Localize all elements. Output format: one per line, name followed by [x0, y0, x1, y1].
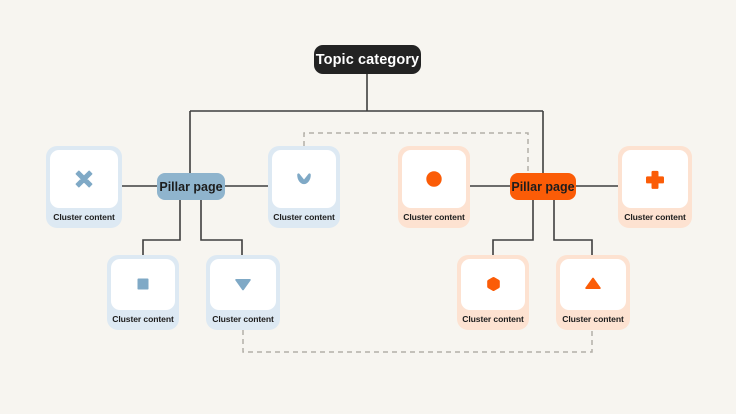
plus-icon	[646, 170, 664, 189]
cluster-card-tile	[50, 150, 118, 208]
pillar-page-right[interactable]: Pillar page	[510, 173, 576, 200]
cluster-card-label: Cluster content	[403, 212, 465, 223]
cluster-card-hexagon[interactable]: Cluster content	[457, 255, 529, 330]
triangle-up-icon	[585, 278, 601, 290]
cluster-card-triangle-up[interactable]: Cluster content	[556, 255, 630, 330]
cluster-card-label: Cluster content	[212, 314, 274, 325]
cluster-card-tile	[461, 259, 525, 310]
pillar-page-left[interactable]: Pillar page	[157, 173, 225, 200]
root-node-topic-category[interactable]: Topic category	[314, 45, 421, 74]
root-node-label: Topic category	[315, 51, 420, 68]
circle-icon	[426, 171, 442, 187]
x-mark-icon	[75, 170, 93, 188]
wire-left-pillar-to-triangle-down	[200, 200, 243, 255]
wire-dashed-triangle-down-to-triangle-up	[242, 330, 593, 353]
cluster-card-tile	[111, 259, 175, 310]
cluster-card-tile	[622, 150, 688, 208]
cluster-card-triangle-down[interactable]: Cluster content	[206, 255, 280, 330]
rounded-v-icon	[297, 173, 311, 185]
cluster-card-tile	[210, 259, 276, 310]
cluster-card-tile	[272, 150, 336, 208]
wire-dashed-cup-to-right-pillar	[303, 132, 529, 171]
pillar-page-left-label: Pillar page	[159, 179, 223, 194]
cluster-card-label: Cluster content	[462, 314, 524, 325]
cluster-card-label: Cluster content	[53, 212, 115, 223]
wire-right-pillar-to-triangle-up	[553, 200, 593, 255]
cluster-card-plus[interactable]: Cluster content	[618, 146, 692, 228]
cluster-card-rounded-v[interactable]: Cluster content	[268, 146, 340, 228]
cluster-card-x-mark[interactable]: Cluster content	[46, 146, 122, 228]
cluster-card-tile	[402, 150, 466, 208]
cluster-card-tile	[560, 259, 626, 310]
wire-left-pillar-to-square	[142, 200, 181, 255]
wire-right-pillar-to-hexagon	[492, 200, 534, 255]
cluster-card-label: Cluster content	[273, 212, 335, 223]
cluster-card-square[interactable]: Cluster content	[107, 255, 179, 330]
cluster-card-label: Cluster content	[624, 212, 686, 223]
cluster-card-circle[interactable]: Cluster content	[398, 146, 470, 228]
square-icon	[137, 278, 149, 290]
pillar-page-right-label: Pillar page	[511, 179, 575, 194]
cluster-card-label: Cluster content	[562, 314, 624, 325]
cluster-card-label: Cluster content	[112, 314, 174, 325]
hexagon-icon	[486, 276, 500, 291]
triangle-down-icon	[235, 279, 251, 291]
